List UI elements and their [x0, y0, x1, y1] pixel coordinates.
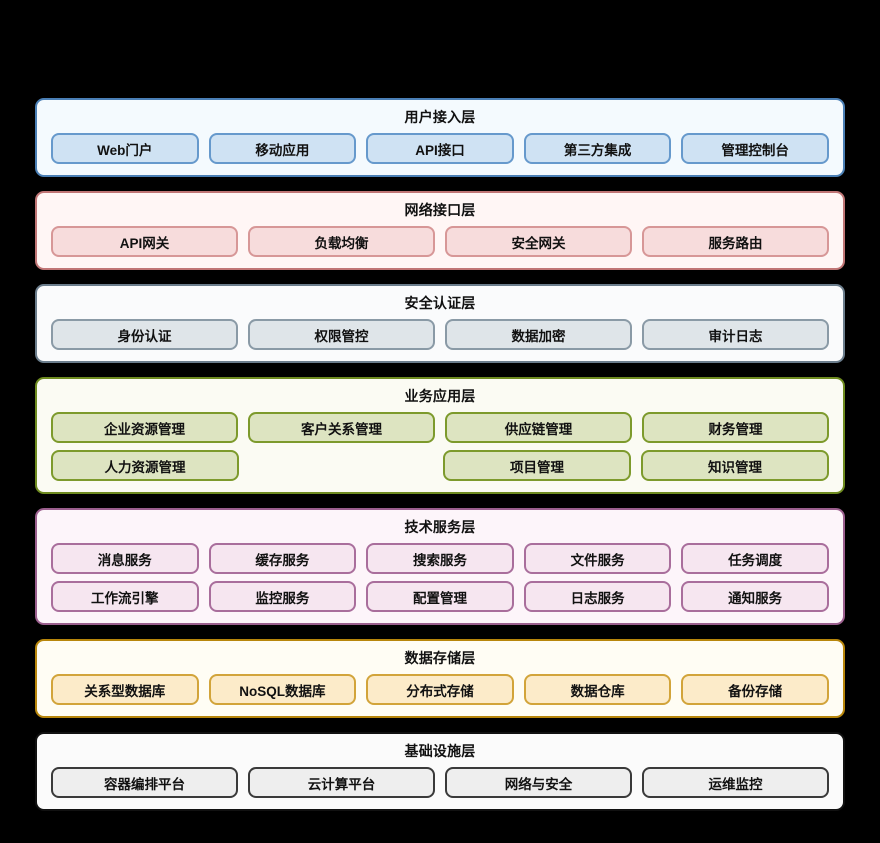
node-technical-service[interactable]: 监控服务: [208, 581, 357, 612]
node-business-application[interactable]: 客户关系管理: [248, 412, 435, 443]
layer-title-network-interface: 网络接口层: [404, 202, 476, 218]
node-network-interface[interactable]: 负载均衡: [248, 226, 435, 257]
node-security-auth[interactable]: 身份认证: [51, 319, 238, 350]
layer-row: 身份认证权限管控数据加密审计日志: [51, 319, 829, 350]
node-security-auth[interactable]: 权限管控: [248, 319, 435, 350]
layer-row: 容器编排平台云计算平台网络与安全运维监控: [51, 767, 829, 798]
node-technical-service[interactable]: 配置管理: [366, 581, 514, 612]
layer-row: 关系型数据库 NoSQL数据库分布式存储数据仓库备份存储: [51, 674, 829, 705]
node-business-application[interactable]: 供应链管理: [445, 412, 632, 443]
node-technical-service[interactable]: 缓存服务: [208, 543, 357, 574]
layer-title-security-auth: 安全认证层: [404, 295, 476, 311]
layer-row: Web门户移动应用 API接口第三方集成管理控制台: [51, 133, 829, 164]
node-technical-service[interactable]: 文件服务: [523, 543, 672, 574]
node-user-access[interactable]: 移动应用: [208, 133, 357, 164]
layer-user-access: 用户接入层 Web门户移动应用 API接口第三方集成管理控制台: [35, 98, 845, 177]
node-technical-service[interactable]: 日志服务: [523, 581, 672, 612]
node-data-storage[interactable]: 数据仓库: [523, 674, 672, 705]
node-network-interface[interactable]: API网关: [51, 226, 238, 257]
layer-row: 企业资源管理客户关系管理供应链管理财务管理: [51, 412, 829, 443]
layer-row: 消息服务缓存服务搜索服务文件服务任务调度: [51, 543, 829, 574]
node-security-auth[interactable]: 审计日志: [642, 319, 829, 350]
node-technical-service[interactable]: 通知服务: [681, 581, 829, 612]
node-data-storage[interactable]: NoSQL数据库: [208, 674, 357, 705]
node-user-access[interactable]: 管理控制台: [681, 133, 829, 164]
node-technical-service[interactable]: 任务调度: [681, 543, 829, 574]
node-infrastructure[interactable]: 云计算平台: [248, 767, 435, 798]
node-business-application[interactable]: 项目管理: [443, 450, 631, 481]
node-technical-service[interactable]: 消息服务: [51, 543, 199, 574]
layer-network-interface: 网络接口层 API网关负载均衡安全网关服务路由: [35, 191, 845, 270]
node-infrastructure[interactable]: 容器编排平台: [51, 767, 238, 798]
node-user-access[interactable]: API接口: [366, 133, 514, 164]
layer-title-business-application: 业务应用层: [404, 388, 476, 404]
layer-row: 人力资源管理 项目管理知识管理: [51, 450, 829, 481]
layer-technical-service: 技术服务层消息服务缓存服务搜索服务文件服务任务调度工作流引擎监控服务配置管理日志…: [35, 508, 845, 625]
layer-data-storage: 数据存储层关系型数据库 NoSQL数据库分布式存储数据仓库备份存储: [35, 639, 845, 718]
node-infrastructure[interactable]: 网络与安全: [445, 767, 632, 798]
node-network-interface[interactable]: 服务路由: [642, 226, 829, 257]
layer-title-infrastructure: 基础设施层: [404, 743, 476, 759]
node-technical-service[interactable]: 工作流引擎: [51, 581, 199, 612]
node-technical-service[interactable]: 搜索服务: [366, 543, 514, 574]
node-security-auth[interactable]: 数据加密: [445, 319, 632, 350]
node-business-application[interactable]: 知识管理: [641, 450, 829, 481]
layer-infrastructure: 基础设施层容器编排平台云计算平台网络与安全运维监控: [35, 732, 845, 811]
layer-row: API网关负载均衡安全网关服务路由: [51, 226, 829, 257]
node-data-storage[interactable]: 关系型数据库: [51, 674, 199, 705]
layer-title-data-storage: 数据存储层: [404, 650, 476, 666]
node-user-access[interactable]: 第三方集成: [523, 133, 672, 164]
node-business-application[interactable]: 财务管理: [642, 412, 829, 443]
node-data-storage[interactable]: 备份存储: [681, 674, 829, 705]
node-business-application[interactable]: 人力资源管理: [51, 450, 239, 481]
node-user-access[interactable]: Web门户: [51, 133, 199, 164]
node-infrastructure[interactable]: 运维监控: [642, 767, 829, 798]
node-business-application[interactable]: 企业资源管理: [51, 412, 238, 443]
node-network-interface[interactable]: 安全网关: [445, 226, 632, 257]
layer-title-technical-service: 技术服务层: [404, 519, 476, 535]
layer-business-application: 业务应用层企业资源管理客户关系管理供应链管理财务管理人力资源管理项目管理知识管理: [35, 377, 845, 494]
layer-title-user-access: 用户接入层: [404, 109, 476, 125]
layer-security-auth: 安全认证层身份认证权限管控数据加密审计日志: [35, 284, 845, 363]
layer-row: 工作流引擎监控服务配置管理日志服务通知服务: [51, 581, 829, 612]
node-data-storage[interactable]: 分布式存储: [366, 674, 514, 705]
